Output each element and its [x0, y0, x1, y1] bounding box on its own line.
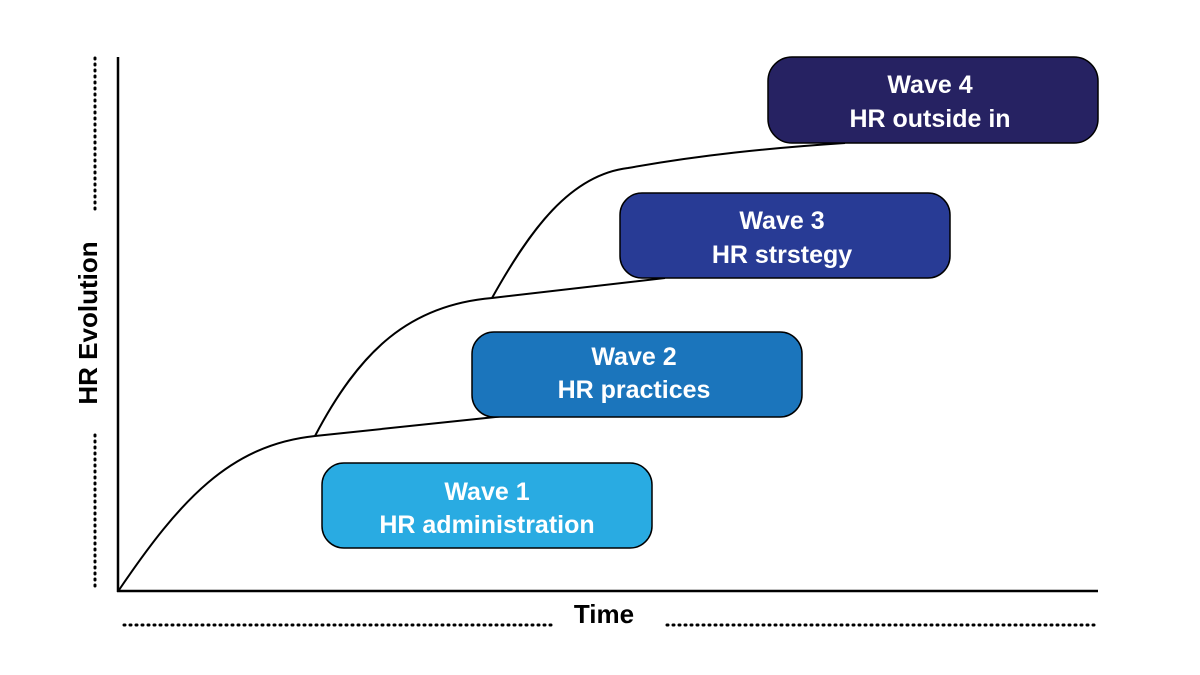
wave-3-curve [491, 142, 846, 299]
wave-3-title: Wave 3 [739, 207, 824, 235]
y-axis-label: HR Evolution [73, 241, 103, 404]
wave-2-box: Wave 2 HR practices [471, 331, 803, 418]
wave-1-subtitle: HR administration [379, 511, 594, 539]
wave-1-box-shape [321, 462, 653, 549]
wave-2-subtitle: HR practices [558, 376, 711, 404]
wave-2-curve [314, 277, 666, 437]
wave-3-box: Wave 3 HR strstegy [619, 192, 951, 279]
x-axis-label: Time [574, 599, 634, 629]
wave-4-subtitle: HR outside in [849, 105, 1010, 133]
wave-1-curve [118, 415, 506, 591]
wave-3-subtitle: HR strstegy [712, 241, 852, 269]
wave-2-title: Wave 2 [591, 343, 676, 371]
wave-3-box-shape [619, 192, 951, 279]
wave-1-title: Wave 1 [444, 478, 529, 506]
wave-4-box: Wave 4 HR outside in [767, 56, 1099, 144]
wave-2-box-shape [471, 331, 803, 418]
wave-4-box-shape [767, 56, 1099, 144]
wave-4-title: Wave 4 [887, 71, 972, 99]
wave-1-box: Wave 1 HR administration [321, 462, 653, 549]
